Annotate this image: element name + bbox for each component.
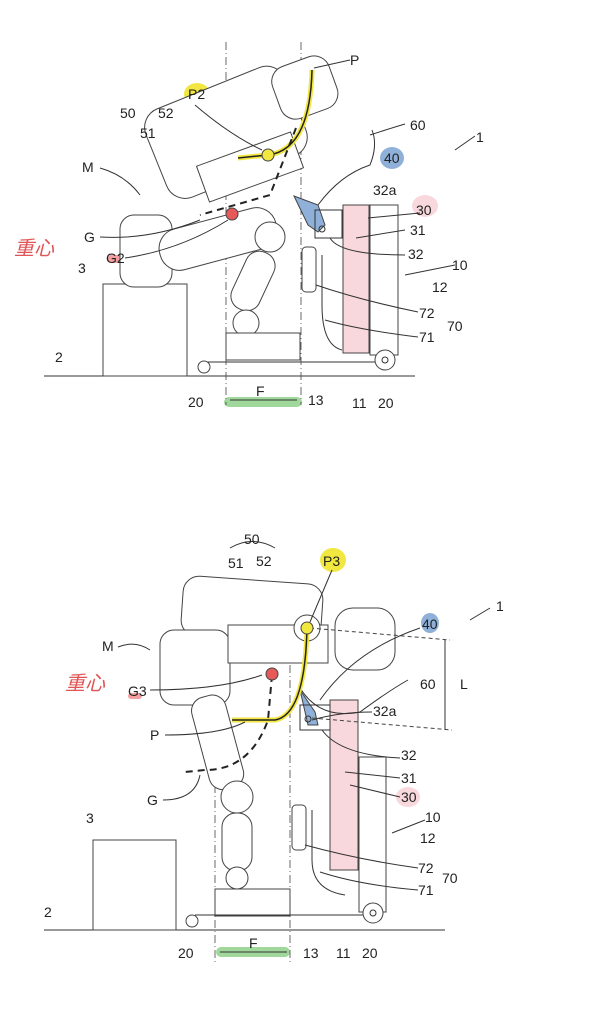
- arm-bracket: [300, 690, 318, 725]
- leader-m: [118, 644, 150, 650]
- rear-wheel: [363, 903, 383, 923]
- label-51: 51: [228, 555, 244, 571]
- elevating-pillar: [330, 700, 358, 870]
- label-40: 40: [422, 616, 438, 632]
- label-52: 52: [256, 553, 272, 569]
- annotation-center-of-gravity: 重心: [65, 671, 106, 695]
- label-11: 11: [336, 945, 351, 961]
- person-foot: [226, 867, 248, 889]
- leader-m: [100, 168, 140, 195]
- label-m: M: [82, 159, 94, 175]
- label-70: 70: [447, 318, 463, 334]
- knee-rest-pad: [302, 247, 316, 292]
- rear-wheel: [375, 350, 395, 370]
- bed: [103, 284, 187, 376]
- front-wheel: [186, 915, 198, 927]
- knee-pad: [226, 333, 300, 360]
- label-l: L: [460, 676, 468, 692]
- leader-g: [163, 775, 200, 800]
- label-g: G: [84, 229, 95, 245]
- label-f: F: [256, 383, 265, 399]
- label-12: 12: [432, 279, 448, 295]
- point-p3: [301, 622, 313, 634]
- person-buttocks: [160, 630, 230, 705]
- label-12: 12: [420, 830, 436, 846]
- elevating-pillar: [343, 205, 369, 353]
- label-72: 72: [418, 860, 434, 876]
- main-body-frame: [359, 757, 386, 912]
- label-g2: G2: [106, 250, 125, 266]
- label-72: 72: [419, 305, 435, 321]
- label-32: 32: [408, 246, 424, 262]
- annotation-center-of-gravity: 重心: [14, 236, 55, 260]
- label-1: 1: [496, 598, 504, 614]
- label-71: 71: [418, 882, 434, 898]
- person-foot: [233, 310, 259, 336]
- label-11: 11: [352, 395, 367, 411]
- label-60: 60: [410, 117, 426, 133]
- label-g: G: [147, 792, 158, 808]
- label-m: M: [102, 638, 114, 654]
- label-20-rear: 20: [378, 395, 394, 411]
- label-1: 1: [476, 129, 484, 145]
- label-g3: G3: [128, 683, 147, 699]
- person-knee: [221, 781, 253, 813]
- knee-rest-pad: [292, 805, 306, 850]
- label-f: F: [249, 935, 258, 951]
- figure-bottom: 50 51 52 P3 1 40 M L 60 重心 G3 32a P 32 3…: [44, 531, 504, 965]
- person-head: [335, 608, 395, 670]
- bed: [93, 840, 176, 930]
- label-10: 10: [452, 257, 468, 273]
- label-30: 30: [401, 789, 417, 805]
- label-70: 70: [442, 870, 458, 886]
- label-31: 31: [410, 222, 426, 238]
- label-10: 10: [425, 809, 441, 825]
- front-wheel: [198, 361, 210, 373]
- label-2: 2: [55, 349, 63, 365]
- handle: [318, 130, 375, 205]
- knee-pad: [215, 889, 290, 916]
- person-thigh: [188, 692, 246, 793]
- label-32a: 32a: [373, 703, 397, 719]
- label-p2: P2: [188, 86, 205, 102]
- label-20-rear: 20: [362, 945, 378, 961]
- label-p3: P3: [323, 553, 340, 569]
- label-2: 2: [44, 904, 52, 920]
- label-60: 60: [420, 676, 436, 692]
- label-13: 13: [303, 945, 319, 961]
- label-32: 32: [401, 747, 417, 763]
- label-40: 40: [384, 150, 400, 166]
- label-50: 50: [244, 531, 260, 547]
- point-g3: [266, 668, 278, 680]
- point-p2: [262, 149, 274, 161]
- label-32a: 32a: [373, 182, 397, 198]
- person-knee: [255, 222, 285, 252]
- label-71: 71: [419, 329, 435, 345]
- label-30: 30: [416, 202, 432, 218]
- leader-60: [370, 124, 405, 135]
- label-20-front: 20: [178, 945, 194, 961]
- leader-10: [405, 265, 455, 275]
- label-13: 13: [308, 392, 324, 408]
- label-51: 51: [140, 125, 156, 141]
- point-g2: [226, 208, 238, 220]
- leader-1: [455, 136, 475, 150]
- label-20-front: 20: [188, 394, 204, 410]
- label-p: P: [350, 52, 359, 68]
- knee-rest-rod: [322, 255, 342, 350]
- figure-top: P P2 50 52 51 60 1 M 40 32a 30 31 G 重心 G…: [14, 42, 484, 411]
- label-52: 52: [158, 105, 174, 121]
- person-shin: [222, 813, 252, 871]
- label-p: P: [150, 727, 159, 743]
- label-31: 31: [401, 770, 417, 786]
- leader-1: [470, 608, 490, 620]
- person-shin: [226, 247, 279, 316]
- label-50: 50: [120, 105, 136, 121]
- label-3: 3: [86, 810, 94, 826]
- label-3: 3: [78, 260, 86, 276]
